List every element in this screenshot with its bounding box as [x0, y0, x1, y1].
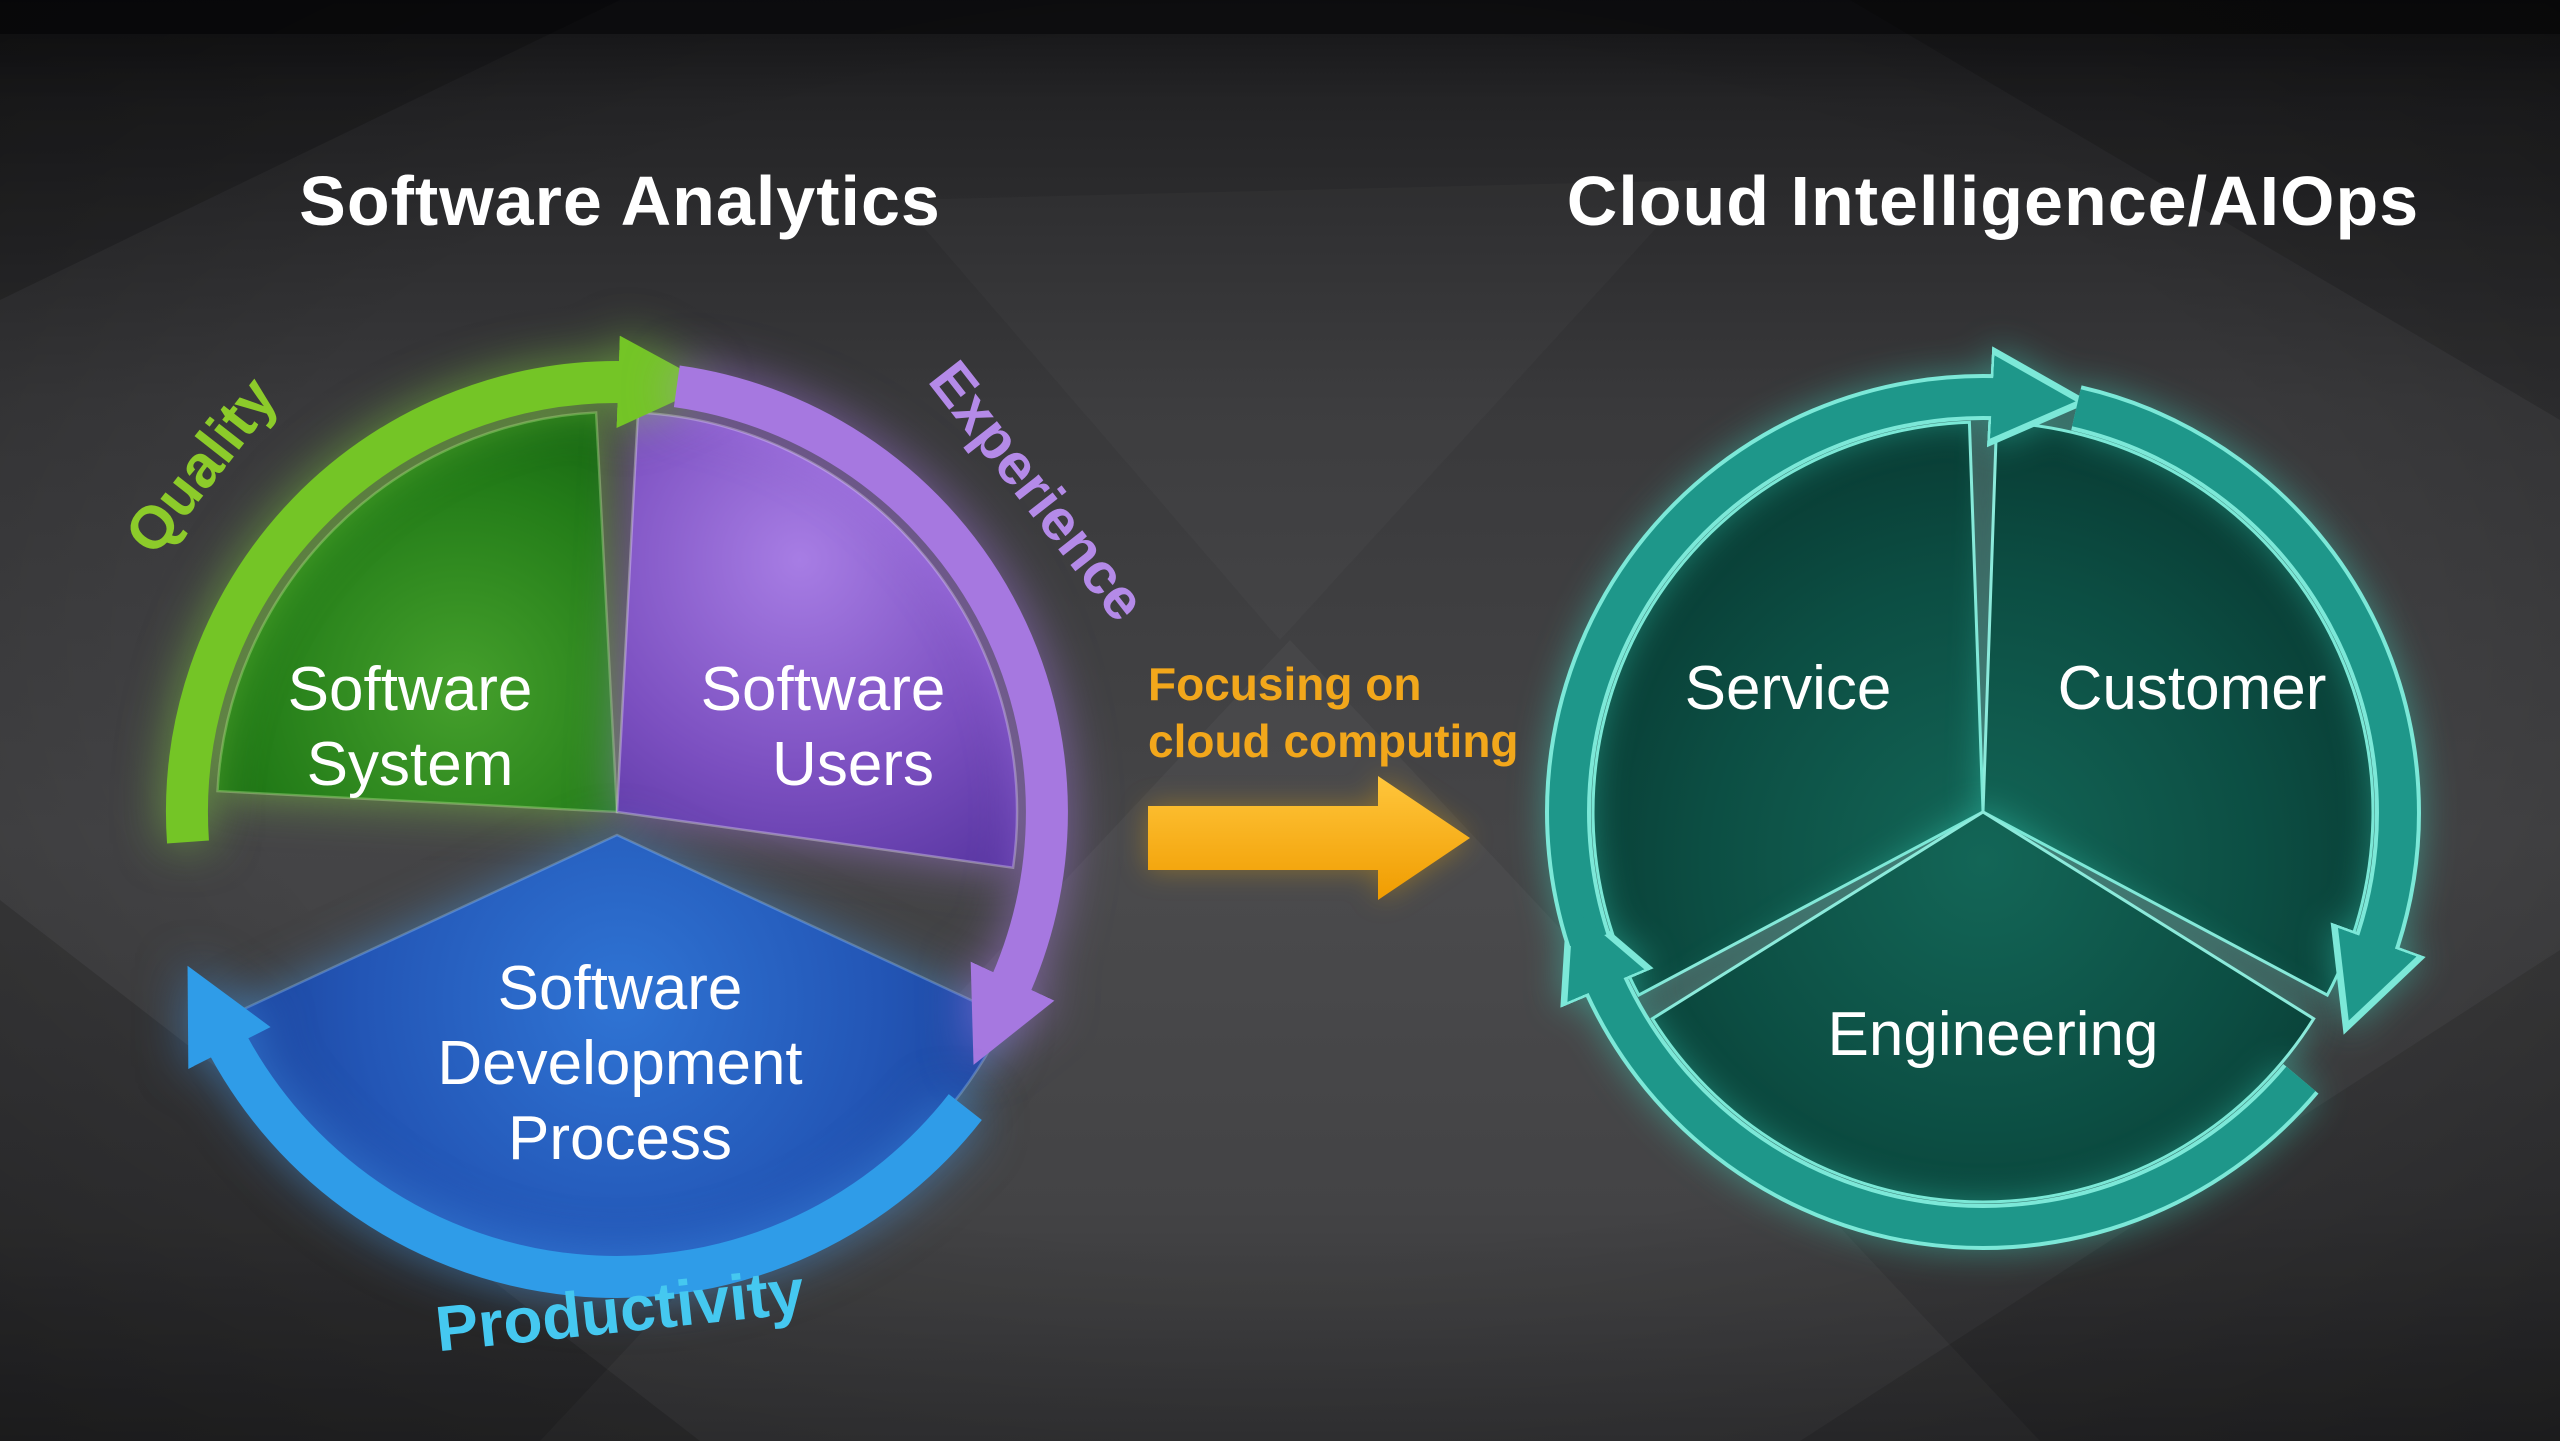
- service-shape: [1591, 420, 1985, 998]
- right-section-title: Cloud Intelligence/AIOps: [1567, 162, 2419, 240]
- ring-arc-bottom: [1567, 908, 2316, 1246]
- software-process-label-line3: Process: [508, 1104, 732, 1173]
- transition-group: Focusing on cloud computing: [1148, 658, 1519, 900]
- cloud-intelligence-diagram: Service Customer Engineering: [1545, 346, 2426, 1250]
- engineering-label: Engineering: [1828, 1000, 2159, 1069]
- software-system-label-line1: Software: [288, 655, 533, 724]
- ring-arrows: [1545, 346, 2426, 1250]
- experience-arrow: [673, 365, 1068, 1065]
- transition-caption-line1: Focusing on: [1148, 658, 1421, 710]
- service-label: Service: [1685, 654, 1892, 723]
- ring-arc-left: [1549, 355, 2076, 947]
- software-users-wedge: [615, 411, 1019, 870]
- transition-arrow-shape: [1148, 776, 1470, 900]
- software-users-shape: [615, 411, 1019, 870]
- service-sector: [1591, 420, 1985, 998]
- quality-arc: [165, 335, 711, 844]
- productivity-arc: [187, 965, 982, 1298]
- transition-caption-line2: cloud computing: [1148, 715, 1519, 767]
- software-process-label-line2: Development: [437, 1029, 802, 1098]
- software-system-shape: [216, 411, 619, 814]
- engineering-sector: [1650, 810, 2316, 1204]
- software-users-label-line2: Users: [772, 730, 934, 799]
- engineering-shape: [1650, 810, 2316, 1204]
- software-users-label-line1: Software: [701, 655, 946, 724]
- experience-arc: [673, 365, 1068, 1065]
- ring-arc-right: [2072, 389, 2417, 1021]
- customer-sector: [1981, 420, 2375, 998]
- software-system-label-line2: System: [307, 730, 514, 799]
- left-section-title: Software Analytics: [299, 162, 941, 240]
- quality-arrow: [165, 335, 711, 844]
- productivity-arrow: [187, 965, 982, 1298]
- software-process-label-line1: Software: [498, 954, 743, 1023]
- software-system-wedge: [216, 411, 619, 814]
- transition-arrow: [1148, 776, 1470, 900]
- customer-label: Customer: [2058, 654, 2327, 723]
- customer-shape: [1981, 420, 2375, 998]
